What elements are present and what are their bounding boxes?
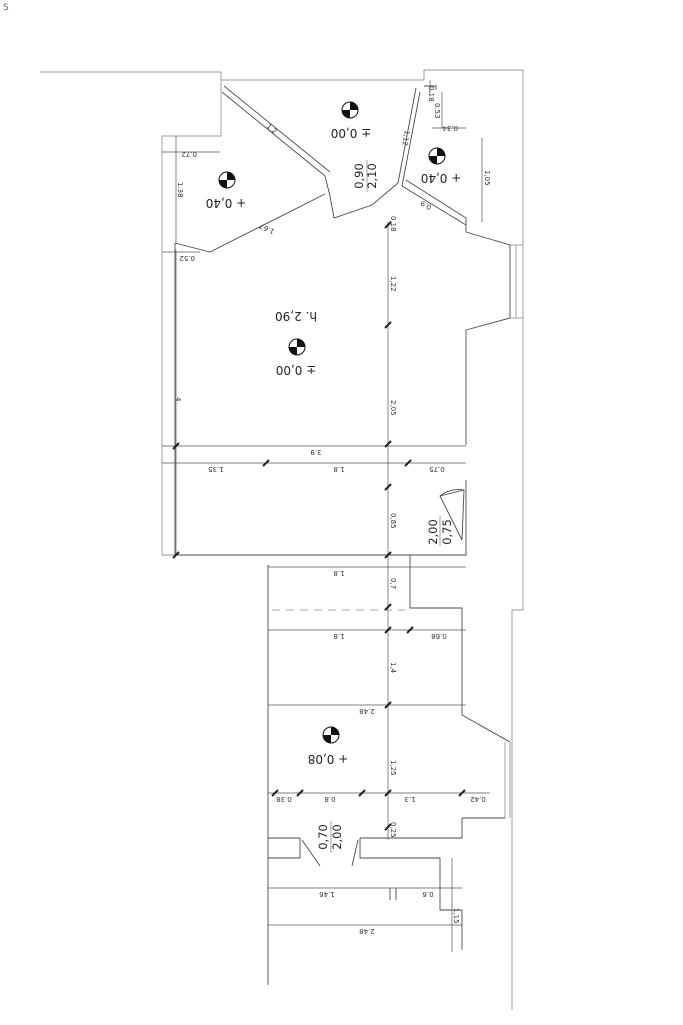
dim-label: 1.2	[265, 122, 279, 135]
dim-label: 1.8	[333, 569, 344, 577]
dim-label: 0,25	[389, 822, 397, 838]
door-upper-bottom: 2,10	[365, 163, 379, 189]
level-lower: + 0,08	[308, 752, 349, 766]
dim-label: 0.75	[429, 465, 445, 473]
dim-label: 1,22	[389, 276, 397, 292]
dim-label: 0.34	[442, 124, 458, 132]
dim-label: 0.9	[419, 199, 433, 211]
dim-label: 0.6	[422, 890, 434, 898]
dim-label: 2.48	[359, 927, 375, 935]
door-upper-top: 0,90	[352, 163, 366, 189]
dim-label: 1.3	[404, 795, 415, 803]
level-top-center: ± 0,00	[331, 126, 372, 140]
door-swings	[301, 489, 465, 867]
door-right-top: 0,75	[440, 519, 454, 545]
dim-label: 1,15	[452, 908, 460, 924]
dim-label: 1,25	[389, 760, 397, 776]
door-right-bottom: 2,00	[426, 519, 440, 545]
dim-label: 0.72	[181, 150, 197, 158]
level-marker-top-left	[218, 171, 236, 189]
dim-label: 0,7	[389, 578, 397, 589]
dim-label: 2,05	[389, 400, 397, 416]
dim-label: 1.35	[208, 465, 224, 473]
door-lower-bottom: 2,00	[330, 824, 344, 850]
dim-label: 1,4	[389, 662, 397, 674]
dim-label: 0,85	[389, 513, 397, 529]
level-marker-top-right	[428, 147, 446, 165]
upper-walls	[174, 85, 523, 556]
dim-label: 1.8	[333, 632, 344, 640]
dim-label: 1.46	[319, 890, 335, 898]
dim-label: 0.53	[433, 103, 441, 119]
dimension-ticks	[172, 221, 466, 831]
level-top-right: + 0,40	[421, 171, 462, 185]
door-lower-top: 0,70	[316, 824, 330, 850]
level-marker-top-center	[341, 101, 359, 119]
level-main: ± 0,00	[276, 363, 317, 377]
dim-label: 2.48	[359, 707, 375, 715]
corner-mark: S	[3, 3, 9, 13]
level-marker-lower	[322, 726, 340, 744]
dim-label: 0.68	[431, 632, 447, 640]
dim-label: 4	[174, 397, 182, 402]
level-marker-main	[288, 338, 306, 356]
level-top-left: + 0,40	[206, 196, 247, 210]
dim-label: 0.18	[427, 86, 435, 102]
dim-label: 0.42	[470, 795, 486, 803]
dim-label: 3.9	[310, 448, 321, 456]
dim-label: 1,12	[400, 130, 411, 147]
dim-label: 0,18	[389, 216, 397, 232]
dim-label: 0.52	[179, 254, 195, 262]
lower-walls	[267, 555, 511, 985]
dim-label: 0.8	[324, 795, 335, 803]
dim-label: 0.38	[276, 795, 292, 803]
dim-label: 1,05	[483, 170, 491, 186]
height-label: h. 2,90	[275, 309, 317, 323]
dim-label: 1.8	[333, 465, 344, 473]
dim-label: 1.38	[176, 182, 184, 198]
